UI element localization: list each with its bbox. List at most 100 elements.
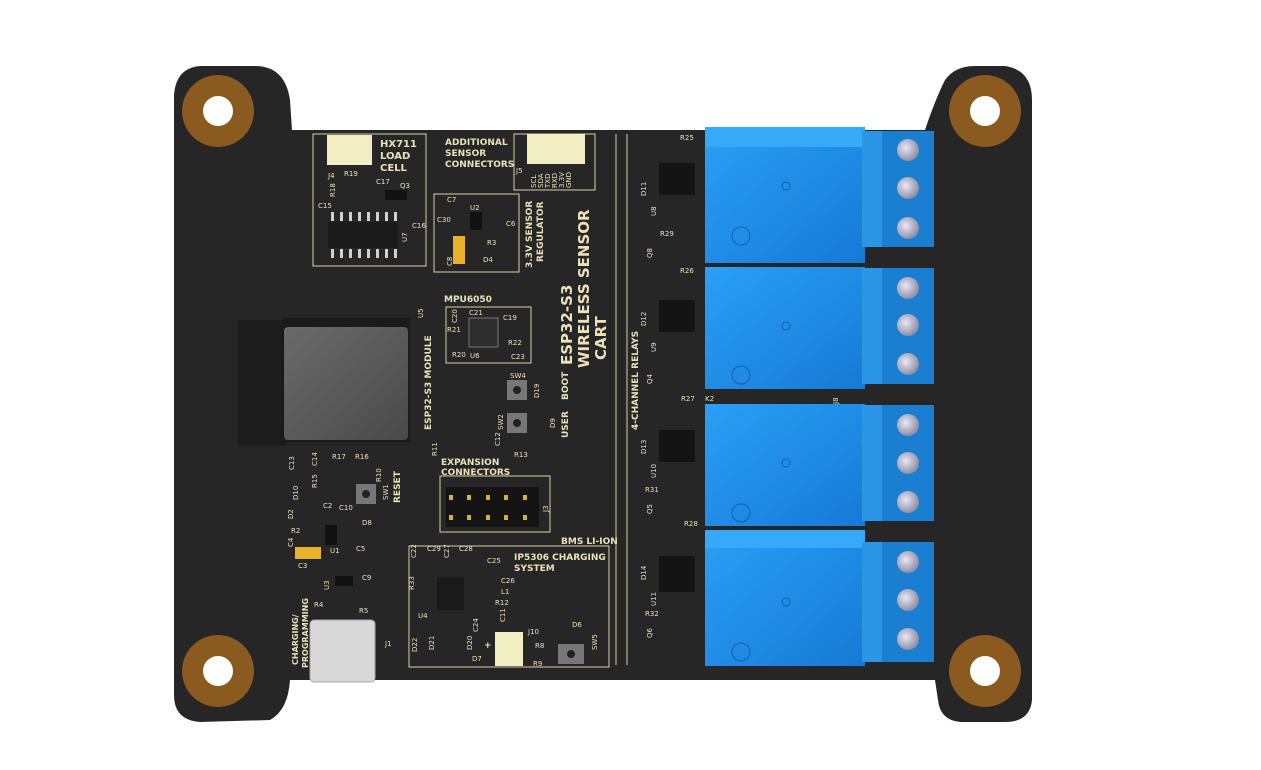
svg-text:Q8: Q8 [646,248,654,258]
screw-icon [897,353,919,375]
mounting-hole-bottom-left [182,635,254,707]
terminal-block-3[interactable] [862,405,934,521]
hx711-label: CELL [380,163,408,174]
svg-text:D12: D12 [640,312,648,326]
j5-connector[interactable] [527,134,585,164]
svg-text:U9: U9 [650,342,658,352]
ref-label: D20 [466,636,474,650]
bms-label: BMS LI-ION [561,537,618,547]
button-cap [513,419,521,427]
svg-text:D11: D11 [640,182,648,196]
svg-text:R26: R26 [680,267,694,275]
reset-label: RESET [393,470,403,503]
j1-usb-c-connector[interactable] [309,619,376,683]
hx711-label: LOAD [380,151,410,162]
ref-label: R33 [408,576,416,590]
boot-label: BOOT [561,371,571,400]
button-cap [567,650,575,658]
ref-label: R19 [344,170,358,178]
additional-label: ADDITIONAL [445,138,508,148]
ref-label: R12 [495,599,509,607]
expansion-label: EXPANSION [441,458,499,468]
ref-label: U3 [323,580,331,590]
terminal-block-1[interactable] [862,131,934,247]
screw-icon [897,177,919,199]
button-cap [513,386,521,394]
svg-text:Q6: Q6 [646,627,654,638]
relay-driver-3: D13 U10 R31 Q5 R28 [640,430,698,528]
j3-pin-header[interactable] [446,487,539,527]
ref-label: U2 [470,204,480,212]
ref-label: L1 [501,588,509,596]
expansion-label: CONNECTORS [441,468,510,478]
j10-battery-connector[interactable] [495,632,523,666]
ref-label: C8 [446,257,454,266]
mpu-section-outline [445,306,532,364]
ref-label: C19 [503,314,517,322]
ref-label: D21 [428,636,436,650]
ref-label: D8 [362,519,372,527]
ref-label: R21 [447,326,461,334]
charging-section-outline [408,545,610,668]
expansion-section-outline [439,475,551,533]
svg-text:R31: R31 [645,486,659,494]
relay-driver-2: R26 D12 U9 Q4 K2 R27 J8 [640,267,840,405]
j4-connector[interactable] [327,135,372,165]
ref-label: U7 [401,232,409,242]
mounting-hole-top-right [949,75,1021,147]
ref-label: R18 [329,183,337,197]
ref-label: D22 [411,638,419,652]
ref-label: SW4 [510,372,526,380]
screw-icon [897,491,919,513]
ref-label: D4 [483,256,493,264]
svg-text:D14: D14 [640,565,648,580]
header-pins [449,495,527,520]
ref-label: J3 [542,505,550,513]
ref-label: C4 [287,537,295,547]
additional-label: SENSOR [445,149,486,159]
ref-label: C5 [356,545,365,553]
screw-icon [897,551,919,573]
svg-text:R28: R28 [684,520,698,528]
ref-label: C14 [311,452,319,466]
ref-label: U4 [418,612,428,620]
mounting-hole-bottom-right [949,635,1021,707]
relay-k4 [705,530,865,666]
ref-label: C22 [410,544,418,558]
relay-k1 [705,127,865,263]
ref-label: R3 [487,239,496,247]
ref-label: R13 [514,451,528,459]
screw-icon [897,217,919,239]
u3-ic [335,576,353,586]
ref-label: R10 [375,468,383,482]
u4-ip5306-chip [437,577,464,610]
c3-tantalum-cap [295,547,321,559]
svg-text:TXD: TXD [544,174,552,189]
user-label: USER [561,411,571,438]
svg-text:RXD: RXD [551,173,559,188]
board-title: WIRELESS SENSOR [575,209,593,368]
svg-text:SCL: SCL [530,175,538,188]
relay-k2 [705,267,865,389]
c8-tantalum-cap [453,236,465,264]
ref-label: SW2 [497,414,505,430]
ref-label: C30 [437,216,451,224]
ref-label: J10 [527,628,539,636]
charging-label: IP5306 CHARGING [514,553,606,563]
ref-label: U1 [330,547,340,555]
ref-label: C7 [447,196,456,204]
ref-label: C29 [427,545,441,553]
ref-label: D10 [292,486,300,500]
ref-label: C12 [494,432,502,446]
ref-label: J4 [327,172,335,180]
ref-label: C6 [506,220,516,228]
board-title: ESP32-S3 [558,285,576,365]
terminal-block-4[interactable] [862,542,934,662]
mpu-label: MPU6050 [444,295,492,305]
ref-label: R20 [452,351,466,359]
ref-label: C3 [298,562,307,570]
esp32-module-shield [284,327,408,440]
usb-label: CHARGING/ [291,614,300,665]
terminal-block-2[interactable] [862,268,934,384]
